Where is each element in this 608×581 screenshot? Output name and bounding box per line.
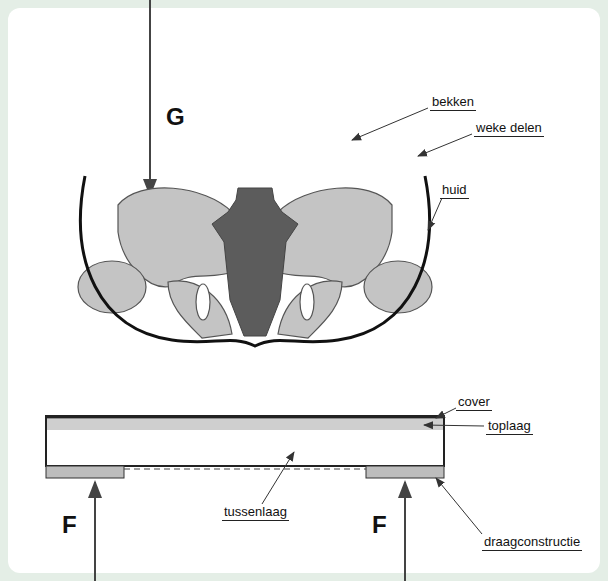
part-label: draagconstructie [482,534,582,551]
part-label: huid [440,182,469,199]
part-label: toplaag [486,418,533,435]
part-label: weke delen [474,120,544,137]
part-label: tussenlaag [222,504,289,521]
force-label: F [60,512,79,538]
part-label: cover [456,394,492,411]
force-label: G [164,104,187,130]
part-label: bekken [430,94,476,111]
force-label: F [370,512,389,538]
